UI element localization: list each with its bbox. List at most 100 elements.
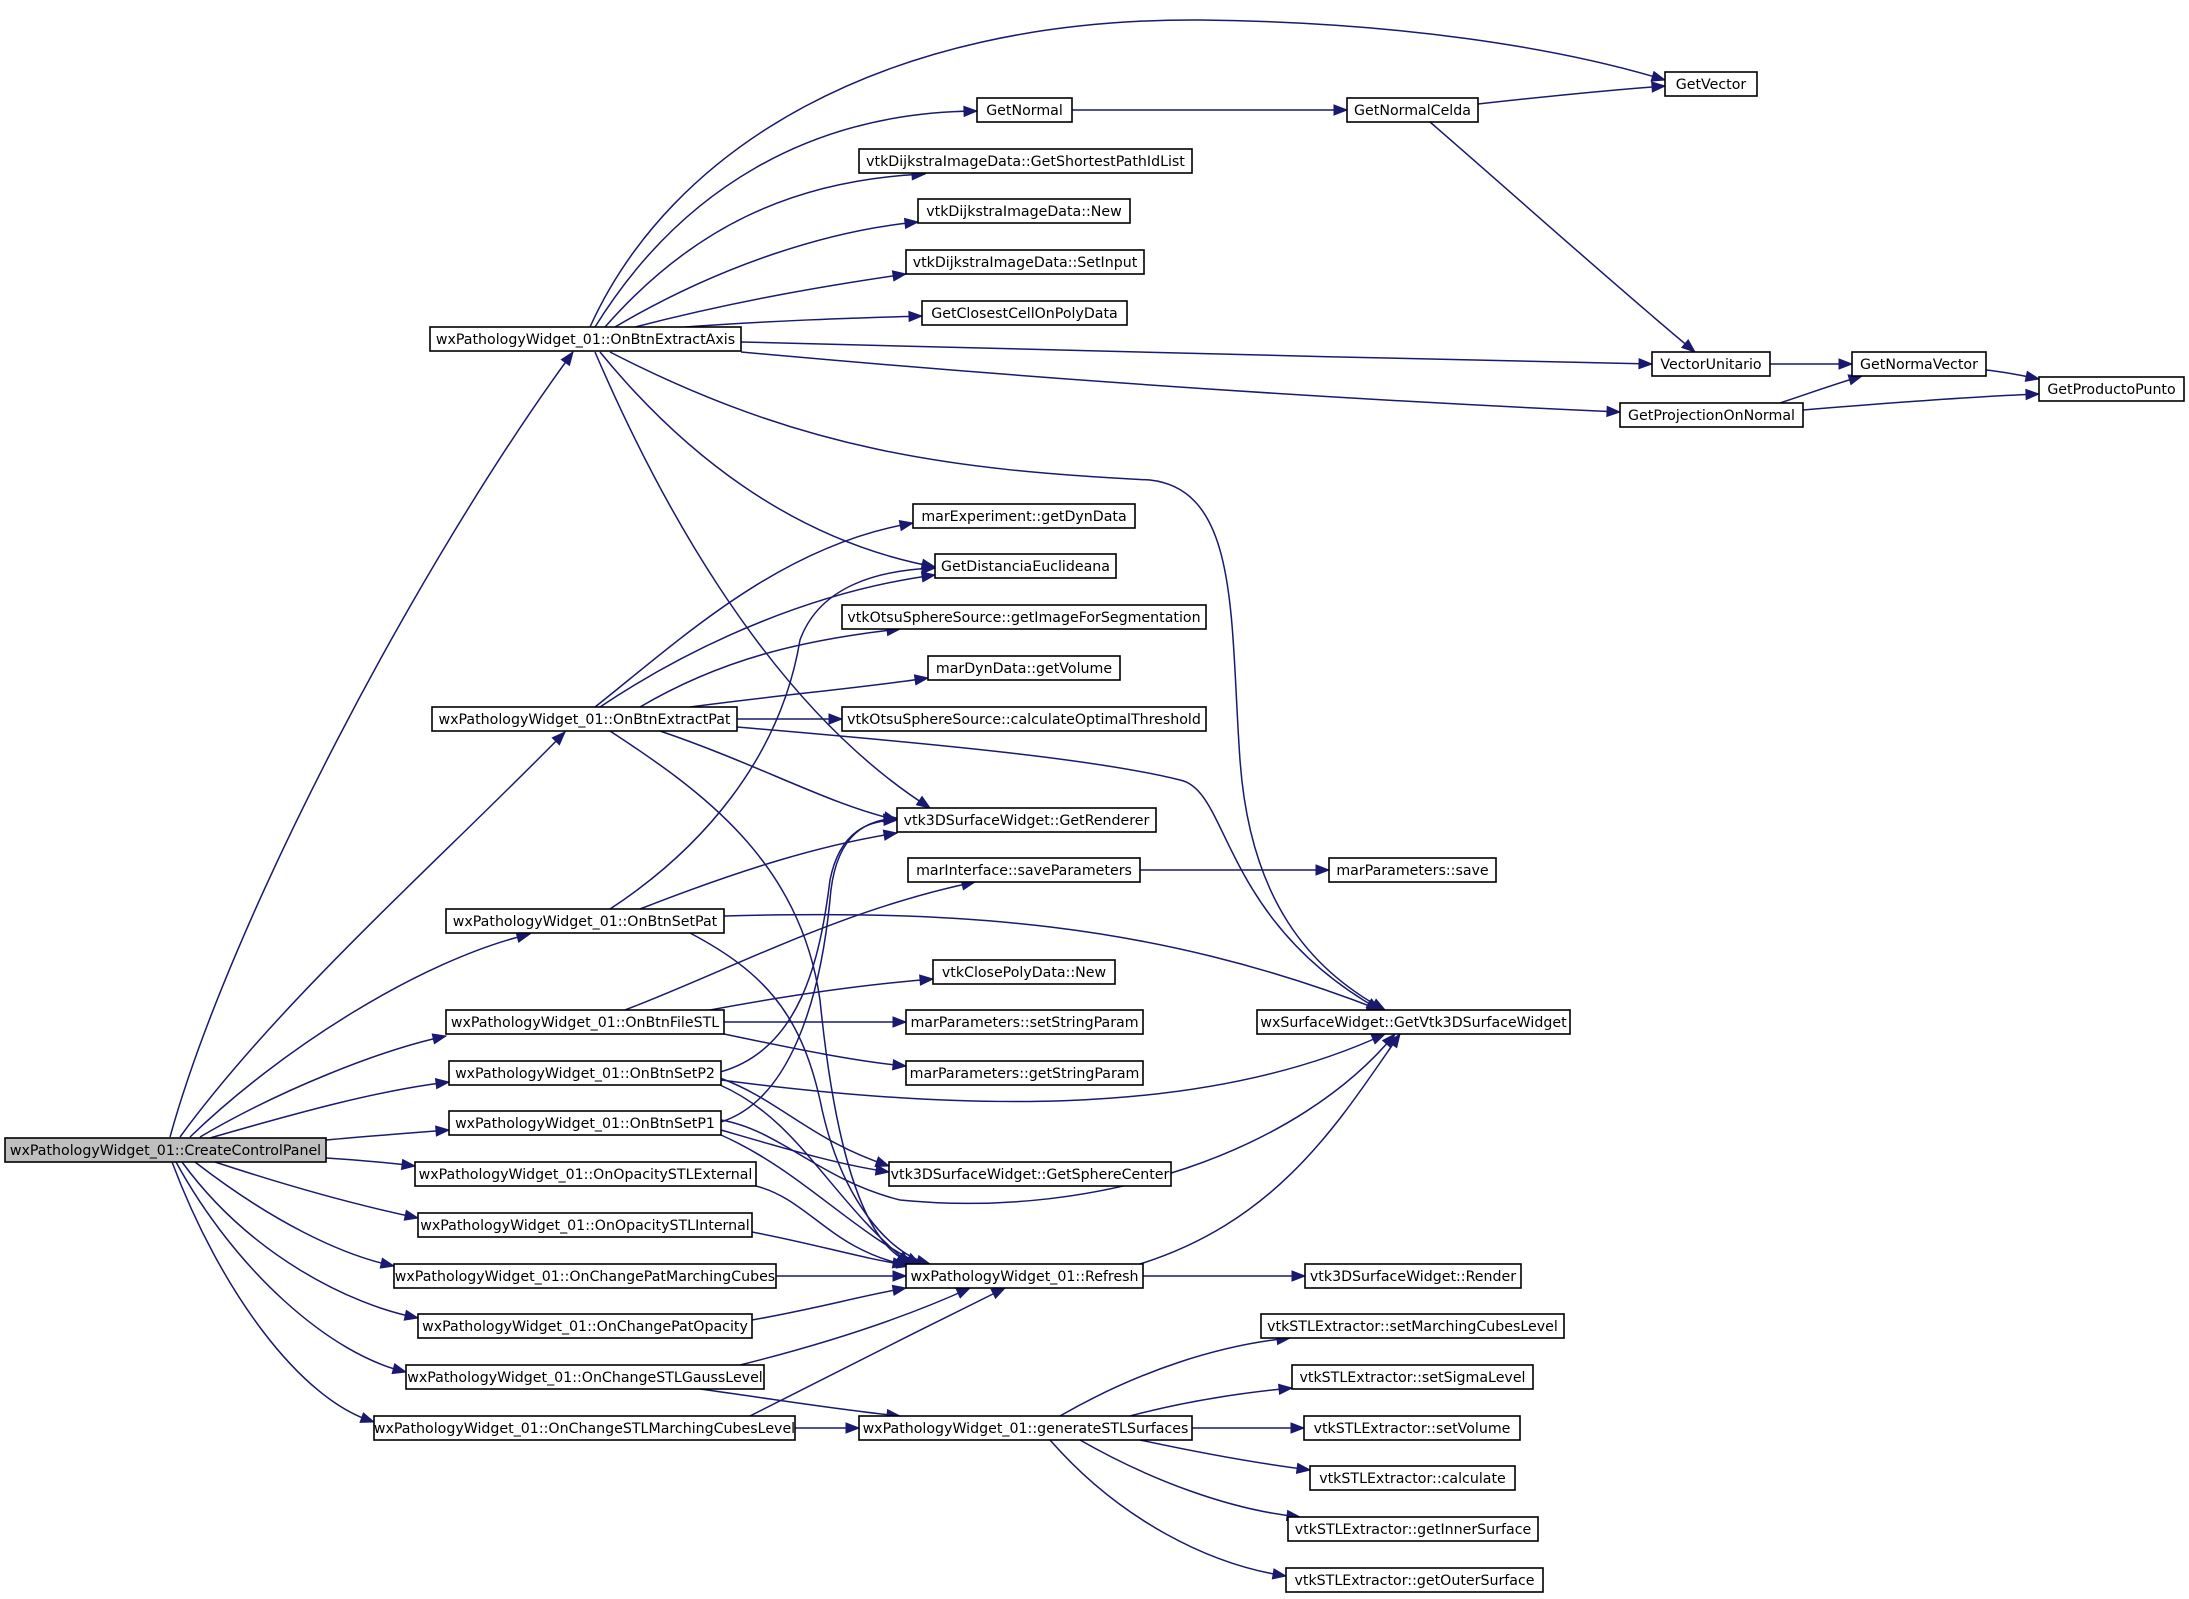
node-on-btn-set-pat[interactable]: wxPathologyWidget_01::OnBtnSetPat [445,908,725,934]
arrowhead-create-to-chop [403,1309,420,1321]
node-on-opacity-stl-external[interactable]: wxPathologyWidget_01::OnOpacitySTLExtern… [414,1161,757,1187]
node-box [414,1161,757,1187]
node-label: wxPathologyWidget_01::OnChangePatMarchin… [395,1269,775,1285]
node-get-producto-punto[interactable]: GetProductoPunto [2038,376,2185,402]
node-on-change-pat-opacity[interactable]: wxPathologyWidget_01::OnChangePatOpacity [417,1313,753,1339]
node-render[interactable]: vtk3DSurfaceWidget::Render [1304,1263,1522,1289]
node-box [2038,376,2185,402]
edge-create-to-chgauss [175,1161,407,1373]
node-label: wxPathologyWidget_01::OnBtnExtractPat [439,712,731,728]
arrowhead-setp2-to-getvtk3d [1370,1033,1387,1045]
node-box [932,959,1116,985]
node-label: wxPathologyWidget_01::CreateControlPanel [10,1143,321,1159]
node-set-marching-cubes-level[interactable]: vtkSTLExtractor::setMarchingCubesLevel [1260,1313,1565,1339]
node-get-image-for-segmentation[interactable]: vtkOtsuSphereSource::getImageForSegmenta… [841,604,1207,630]
node-label: GetNormaVector [1860,357,1978,373]
node-get-normal[interactable]: GetNormal [976,97,1073,123]
node-set-sigma-level[interactable]: vtkSTLExtractor::setSigmaLevel [1291,1364,1534,1390]
node-label: wxPathologyWidget_01::OnOpacitySTLIntern… [420,1218,750,1234]
arrowhead-axis-to-dijset [891,270,908,282]
edge-extpat-to-renderer [659,730,898,821]
node-label: marParameters::save [1336,863,1488,879]
node-label: GetNormal [986,103,1063,119]
node-set-string-param[interactable]: marParameters::setStringParam [905,1009,1144,1035]
edge-axis-to-getnormal [594,110,978,328]
edge-genstl-to-calc [1139,1439,1311,1471]
arrowhead-chgauss-to-refresh [955,1287,972,1299]
edge-opext-to-refresh [755,1185,911,1267]
arrowhead-getnormal-to-getnormalcelda [1333,104,1349,116]
node-create-control-panel[interactable]: wxPathologyWidget_01::CreateControlPanel [4,1137,327,1163]
edge-create-to-extpat [179,731,566,1138]
edge-genstl-to-inner [1079,1439,1301,1518]
node-calculate[interactable]: vtkSTLExtractor::calculate [1309,1465,1516,1491]
arrowhead-axis-to-vunit [1638,357,1654,370]
node-label: vtk3DSurfaceWidget::GetSphereCenter [891,1167,1170,1183]
node-get-vtk3d-surface-widget[interactable]: wxSurfaceWidget::GetVtk3DSurfaceWidget [1256,1009,1571,1035]
node-get-renderer[interactable]: vtk3DSurfaceWidget::GetRenderer [896,807,1157,833]
node-get-inner-surface[interactable]: vtkSTLExtractor::getInnerSurface [1287,1516,1539,1542]
node-box [858,148,1193,174]
node-close-poly-data-new[interactable]: vtkClosePolyData::New [932,959,1116,985]
node-calculate-optimal-threshold[interactable]: vtkOtsuSphereSource::calculateOptimalThr… [841,706,1207,732]
node-on-btn-extract-axis[interactable]: wxPathologyWidget_01::OnBtnExtractAxis [429,326,742,352]
node-get-vector[interactable]: GetVector [1664,71,1758,97]
node-on-change-stl-gauss-level[interactable]: wxPathologyWidget_01::OnChangeSTLGaussLe… [405,1364,765,1390]
node-parameters-save[interactable]: marParameters::save [1328,857,1497,883]
node-vector-unitario[interactable]: VectorUnitario [1651,351,1771,377]
node-on-opacity-stl-internal[interactable]: wxPathologyWidget_01::OnOpacitySTLIntern… [417,1212,753,1238]
node-dijkstra-new[interactable]: vtkDijkstraImageData::New [917,198,1131,224]
node-label: wxPathologyWidget_01::OnBtnExtractAxis [436,332,735,348]
node-dijkstra-set-input[interactable]: vtkDijkstraImageData::SetInput [905,249,1145,275]
node-box [1285,1567,1544,1593]
node-label: wxPathologyWidget_01::OnBtnSetPat [453,914,718,930]
node-get-norma-vector[interactable]: GetNormaVector [1851,351,1987,377]
edge-axis-to-proj [740,351,1621,413]
edge-axis-to-vunit [740,341,1653,365]
node-on-btn-extract-pat[interactable]: wxPathologyWidget_01::OnBtnExtractPat [431,706,738,732]
node-generate-stl-surfaces[interactable]: wxPathologyWidget_01::generateSTLSurface… [858,1415,1193,1441]
node-get-dyn-data[interactable]: marExperiment::getDynData [912,503,1136,529]
node-on-btn-set-p1[interactable]: wxPathologyWidget_01::OnBtnSetP1 [448,1110,722,1136]
node-get-projection-on-normal[interactable]: GetProjectionOnNormal [1619,402,1804,428]
arrowhead-setpat-to-euclid [921,562,937,575]
node-get-shortest-path-id-list[interactable]: vtkDijkstraImageData::GetShortestPathIdL… [858,148,1193,174]
edge-getnormalcelda-to-vunit [1429,121,1696,353]
node-on-change-stl-marching-cubes-level[interactable]: wxPathologyWidget_01::OnChangeSTLMarchin… [373,1415,796,1441]
node-set-volume[interactable]: vtkSTLExtractor::setVolume [1303,1415,1521,1441]
node-refresh[interactable]: wxPathologyWidget_01::Refresh [905,1263,1144,1289]
node-get-sphere-center[interactable]: vtk3DSurfaceWidget::GetSphereCenter [888,1161,1172,1187]
node-get-closest-cell-on-poly-data[interactable]: GetClosestCellOnPolyData [921,300,1128,326]
node-get-normal-celda[interactable]: GetNormalCelda [1346,97,1479,123]
node-box [1303,1415,1521,1441]
node-box [417,1313,753,1339]
edge-axis-to-renderer [594,351,931,809]
node-label: wxPathologyWidget_01::OnChangeSTLMarchin… [374,1421,795,1437]
arrowhead-chstlmc-to-refresh [990,1287,1007,1300]
arrowhead-extpat-to-euclid [920,571,937,583]
node-box [1664,71,1758,97]
node-box [905,249,1145,275]
node-label: vtk3DSurfaceWidget::Render [1310,1269,1516,1285]
node-get-string-param[interactable]: marParameters::getStringParam [905,1060,1144,1086]
node-label: GetNormalCelda [1354,103,1471,119]
node-get-distancia-euclideana[interactable]: GetDistanciaEuclideana [934,553,1117,579]
node-box [1328,857,1497,883]
node-get-volume[interactable]: marDynData::getVolume [927,655,1121,681]
edge-setp1-to-renderer [720,817,898,1123]
edge-chstlmc-to-refresh [749,1287,1006,1417]
node-label: GetVector [1676,77,1747,93]
edge-extpat-to-euclid [599,574,936,708]
node-on-btn-set-p2[interactable]: wxPathologyWidget_01::OnBtnSetP2 [448,1060,722,1086]
node-on-btn-file-stl[interactable]: wxPathologyWidget_01::OnBtnFileSTL [445,1009,725,1035]
node-box [1256,1009,1571,1035]
node-get-outer-surface[interactable]: vtkSTLExtractor::getOuterSurface [1285,1567,1544,1593]
arrowhead-genstl-to-calc [1295,1462,1312,1474]
node-label: marParameters::setStringParam [910,1015,1138,1031]
node-label: vtkSTLExtractor::getOuterSurface [1294,1573,1534,1589]
node-save-parameters[interactable]: marInterface::saveParameters [907,857,1141,883]
edge-extpat-to-getvol [689,677,929,708]
node-on-change-pat-marching-cubes[interactable]: wxPathologyWidget_01::OnChangePatMarchin… [393,1263,777,1289]
node-label: vtkSTLExtractor::calculate [1319,1471,1506,1487]
